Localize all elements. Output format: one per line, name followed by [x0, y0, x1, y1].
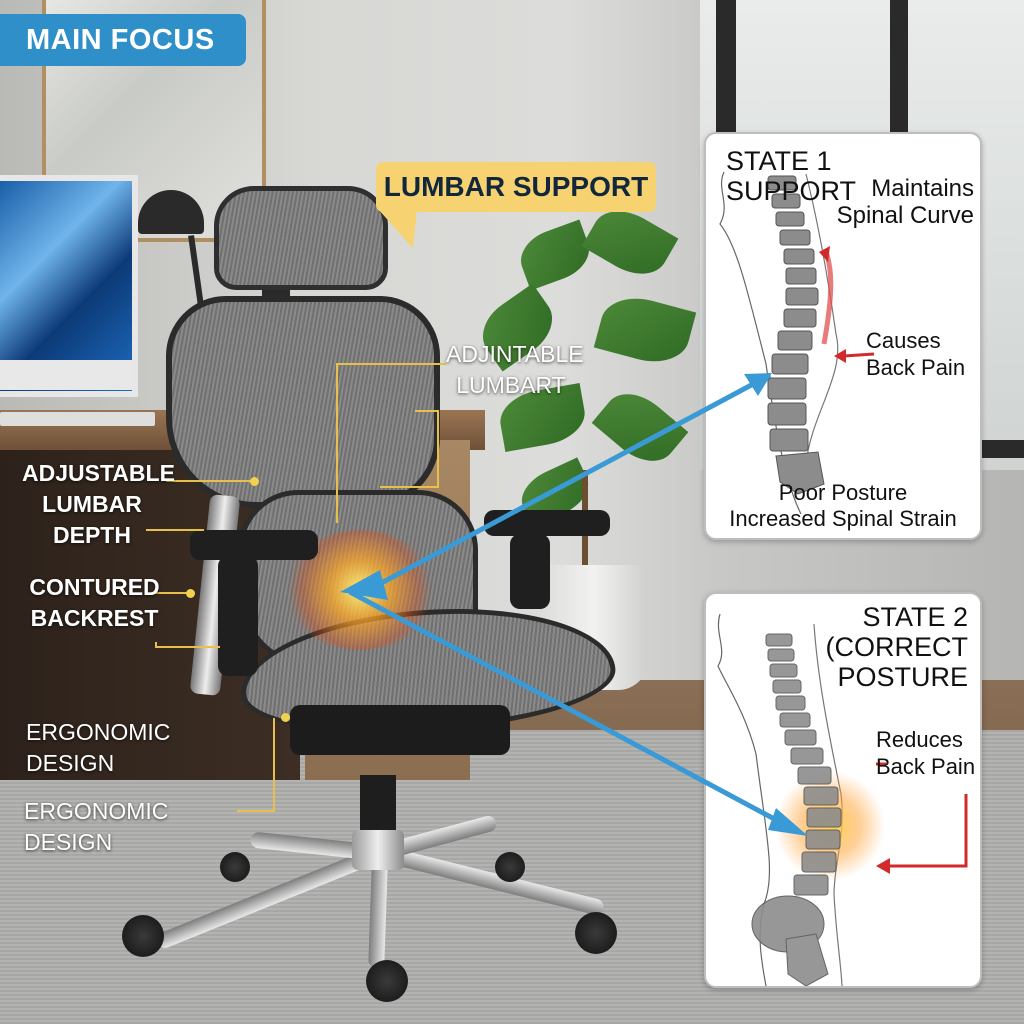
- state1-note-line: Causes: [866, 328, 941, 353]
- state1-subtitle-line: Spinal Curve: [836, 202, 974, 229]
- state1-subtitle-line: Maintains: [871, 175, 974, 202]
- spine-illustration-state2: [717, 613, 968, 986]
- state1-title: STATE 1 SUPPORT: [726, 146, 966, 206]
- state1-title-left: STATE 1: [726, 146, 832, 176]
- leader-line: [415, 410, 439, 412]
- callout-line: CONTURED: [29, 574, 160, 600]
- state1-panel: STATE 1 SUPPORT Maintains Spinal Curve C…: [704, 132, 982, 540]
- keyboard: [0, 412, 155, 426]
- leader-line: [380, 486, 439, 488]
- gas-cylinder: [360, 775, 396, 835]
- leader-line: [237, 810, 275, 812]
- base-spoke: [378, 845, 606, 917]
- armrest-left: [190, 530, 318, 560]
- base-spoke: [368, 857, 388, 969]
- callout-adjustable-lumbart: ADJINTABLE LUMBART: [446, 339, 584, 401]
- callout-ergonomic-design-2: ERGONOMIC DESIGN: [24, 796, 234, 858]
- callout-dot: [186, 589, 195, 598]
- state2-panel: STATE 2 (CORRECT POSTURE Reduces Back Pa…: [704, 592, 982, 988]
- state2-title-line: POSTURE: [837, 662, 968, 692]
- leader-line: [166, 480, 254, 482]
- window-sill: [980, 440, 1024, 458]
- leader-line: [152, 592, 190, 594]
- seat-mechanism: [290, 705, 510, 755]
- callout-adjustable-lumbar-depth: ADJUSTABLE LUMBAR DEPTH: [22, 458, 175, 551]
- callout-line: ADJINTABLE: [446, 341, 584, 367]
- base-hub: [352, 830, 404, 870]
- caster-wheel: [495, 852, 525, 882]
- state1-footer: Poor Posture Increased Spinal Strain: [716, 480, 970, 532]
- leader-line: [437, 410, 439, 488]
- backrest: [166, 296, 440, 508]
- armrest-right: [484, 510, 610, 536]
- main-focus-badge: MAIN FOCUS: [0, 14, 246, 66]
- base-spoke: [154, 845, 383, 951]
- caster-wheel: [220, 852, 250, 882]
- state1-title-right: SUPPORT: [726, 176, 857, 206]
- armrest-right-post: [510, 534, 550, 609]
- state2-note: Reduces Back Pain: [876, 726, 976, 780]
- callout-line: ADJUSTABLE: [22, 460, 175, 486]
- callout-line: BACKREST: [30, 605, 159, 631]
- headrest: [214, 186, 388, 290]
- caster-wheel: [575, 912, 617, 954]
- callout-dot: [281, 713, 290, 722]
- spine-illustration-state1: [719, 171, 875, 515]
- monitor-chin: [0, 360, 133, 390]
- state1-footer-line: Increased Spinal Strain: [729, 506, 957, 531]
- callout-line: DEPTH: [53, 522, 131, 548]
- leader-line: [146, 529, 204, 531]
- state2-title: STATE 2 (CORRECT POSTURE: [736, 602, 969, 692]
- state1-note-line: Back Pain: [866, 355, 966, 380]
- callout-ergonomic-design-1: ERGONOMIC DESIGN: [26, 717, 236, 779]
- callout-line: LUMBAR: [42, 491, 142, 517]
- state2-title-line: STATE 2 (CORRECT: [825, 602, 969, 662]
- armrest-left-post: [218, 556, 258, 676]
- leader-line: [155, 646, 220, 648]
- state1-subtitle: Maintains Spinal Curve: [826, 175, 974, 229]
- state1-footer-line: Poor Posture: [778, 480, 908, 505]
- caster-wheel: [366, 960, 408, 1002]
- state2-note-line: Back Pain: [876, 754, 976, 779]
- leader-line: [273, 718, 275, 810]
- callout-line: LUMBART: [456, 372, 566, 398]
- callout-line: ERGONOMIC DESIGN: [24, 798, 169, 855]
- callout-dot: [250, 477, 259, 486]
- callout-contured-backrest: CONTURED BACKREST: [22, 572, 167, 634]
- state1-note: Causes Back Pain: [866, 327, 972, 381]
- leader-line: [155, 642, 157, 648]
- caster-wheel: [122, 915, 164, 957]
- callout-line: ERGONOMIC DESIGN: [26, 719, 171, 776]
- state2-note-line: Reduces: [876, 727, 963, 752]
- lumbar-support-label: LUMBAR SUPPORT: [376, 162, 656, 212]
- leader-line: [336, 363, 446, 365]
- leader-line: [336, 363, 338, 523]
